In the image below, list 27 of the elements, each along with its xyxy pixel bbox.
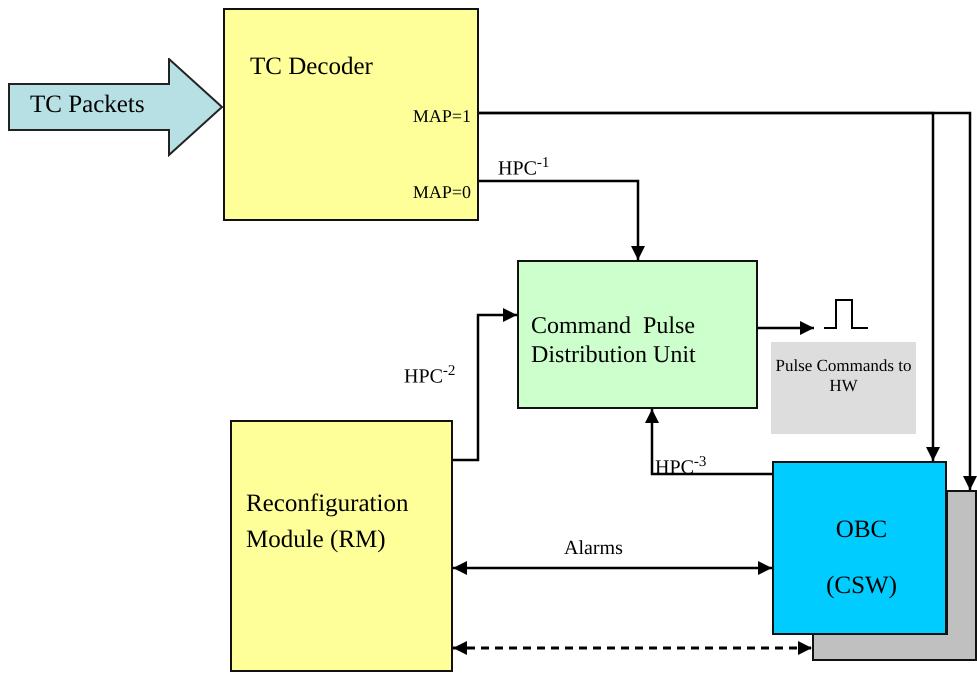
- box-title: OBC: [834, 515, 888, 545]
- decoder-box: [223, 8, 479, 221]
- arrow: [453, 641, 812, 655]
- port-label: MAP=1: [412, 106, 471, 128]
- backup-box-edge: [812, 635, 948, 661]
- port-label: MAP=0: [412, 182, 471, 204]
- edge-label: HPC$^{-2}$: [404, 364, 456, 387]
- arrow: [479, 180, 645, 260]
- arrow: [453, 308, 517, 462]
- arrow: [758, 321, 814, 335]
- edge-label: Alarms: [564, 538, 623, 558]
- arrow: [645, 409, 772, 476]
- box-title: TC Decoder: [250, 52, 373, 82]
- backup-box: [946, 490, 977, 661]
- note-text: Pulse Commands to HW: [774, 356, 912, 397]
- process-box: [517, 260, 758, 409]
- box-label: Command Pulse Distribution Unit: [531, 312, 697, 370]
- module-box: [230, 420, 453, 672]
- pulse-waveform-icon: [822, 298, 870, 332]
- block-arrow: [8, 58, 224, 157]
- arrow-label: TC Packets: [30, 90, 145, 120]
- box-label: Reconfiguration Module (RM): [246, 489, 410, 556]
- edge-label: HPC$^{-1}$: [498, 156, 550, 179]
- box-subtitle: (CSW): [825, 571, 898, 601]
- computer-box: [772, 461, 947, 635]
- note-box: [771, 342, 916, 434]
- arrow: [453, 561, 772, 575]
